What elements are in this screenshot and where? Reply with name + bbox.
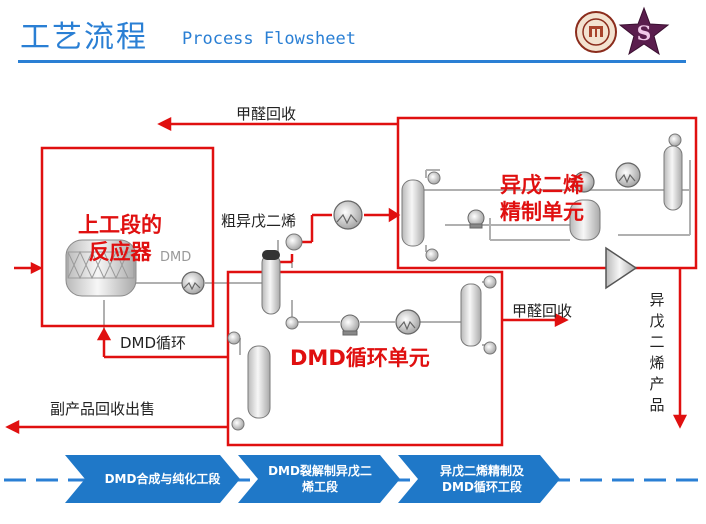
svg-text:S: S (637, 21, 651, 45)
heat-exchanger-2 (333, 200, 363, 230)
isoprene-refining-unit-box (396, 116, 698, 270)
reactor-vessel (65, 239, 137, 297)
step-1-label: DMD合成与纯化工段 (104, 472, 221, 486)
isoprene-product-label: 异戊二烯产品 (649, 291, 665, 414)
formaldehyde-recovery-label-top: 甲醛回收 (236, 105, 297, 123)
step-chevron-1 (65, 455, 240, 503)
byproduct-label: 副产品回收出售 (50, 400, 156, 418)
reactor-label: 上工段的 反应器 (78, 213, 162, 264)
step-3-label: 异戊二烯精制及 DMD循环工段 (439, 464, 524, 494)
star-logo: S (618, 6, 670, 56)
process-step-timeline (4, 455, 702, 503)
heat-exchanger-1 (181, 271, 205, 295)
dmd-recycle-unit-box (226, 270, 504, 447)
page-subtitle: Process Flowsheet (182, 29, 356, 49)
dmd-small-label: DMD (160, 250, 192, 265)
step-2-label: DMD裂解制异戊二 烯工段 (268, 464, 372, 494)
isoprene-refining-unit-label: 异戊二烯 精制单元 (500, 173, 584, 224)
page-title: 工艺流程 (20, 20, 148, 55)
dmd-recycle-unit-label: DMD循环单元 (290, 346, 430, 370)
crude-isoprene-label: 粗异戊二烯 (221, 212, 297, 230)
university-seal-logo (575, 11, 617, 53)
step-chevron-3 (398, 455, 560, 503)
formaldehyde-recovery-label-mid: 甲醛回收 (512, 302, 573, 320)
step-chevron-2 (238, 455, 400, 503)
header-divider (18, 60, 686, 63)
dmd-recycle-label: DMD循环 (120, 334, 187, 352)
reactor-section-box (40, 146, 215, 328)
